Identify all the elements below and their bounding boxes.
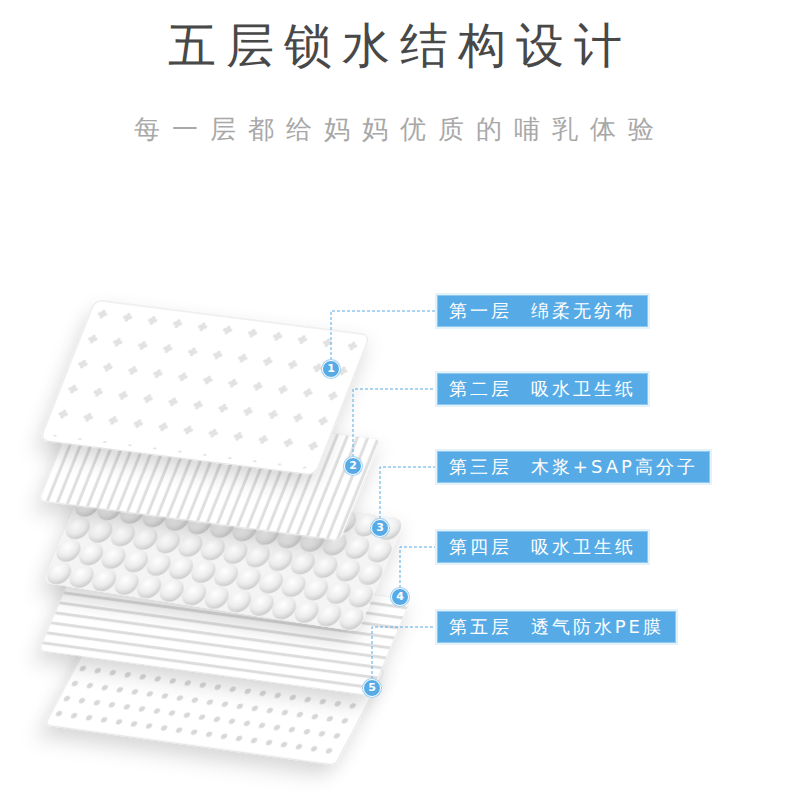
leader-line — [400, 547, 437, 588]
title-block: 五层锁水结构设计 — [0, 14, 800, 78]
layer-label-box: 第五层 透气防水PE膜 — [437, 611, 676, 643]
node-text: 第二层 吸水卫生纸 — [449, 379, 636, 399]
callout-number: 3 — [371, 519, 389, 537]
nonwoven-layer — [40, 300, 370, 475]
title-text: 五层锁水结构设计 — [168, 17, 632, 73]
node-text: 2 — [349, 460, 357, 472]
subtitle-text: 每一层都给妈妈优质的哺乳体验 — [134, 114, 666, 144]
layer-label-box: 第四层 吸水卫生纸 — [437, 531, 648, 563]
node-text: 第三层 木浆+SAP高分子 — [449, 457, 698, 477]
callout-number: 1 — [322, 360, 340, 378]
callout-number: 2 — [344, 457, 362, 475]
callout-number: 4 — [391, 588, 409, 606]
node-text: 第一层 绵柔无纺布 — [449, 301, 636, 321]
layer-texture — [47, 306, 363, 470]
leader-line — [372, 627, 437, 679]
callout-number: 5 — [363, 679, 381, 697]
leader-line — [380, 467, 437, 519]
node-text: 1 — [327, 363, 335, 375]
node-text: 第四层 吸水卫生纸 — [449, 537, 636, 557]
subtitle-block: 每一层都给妈妈优质的哺乳体验 — [0, 112, 800, 147]
node-text: 3 — [376, 522, 384, 534]
leader-line — [353, 389, 437, 457]
node-text: 第五层 透气防水PE膜 — [449, 617, 664, 637]
layer-label-box: 第二层 吸水卫生纸 — [437, 373, 648, 405]
layer-label-box: 第一层 绵柔无纺布 — [437, 295, 648, 327]
node-text: 4 — [396, 591, 404, 603]
leader-line — [331, 311, 437, 360]
layer-sheet — [40, 300, 370, 475]
layer-label-box: 第三层 木浆+SAP高分子 — [437, 451, 710, 483]
node-text: 5 — [368, 682, 376, 694]
